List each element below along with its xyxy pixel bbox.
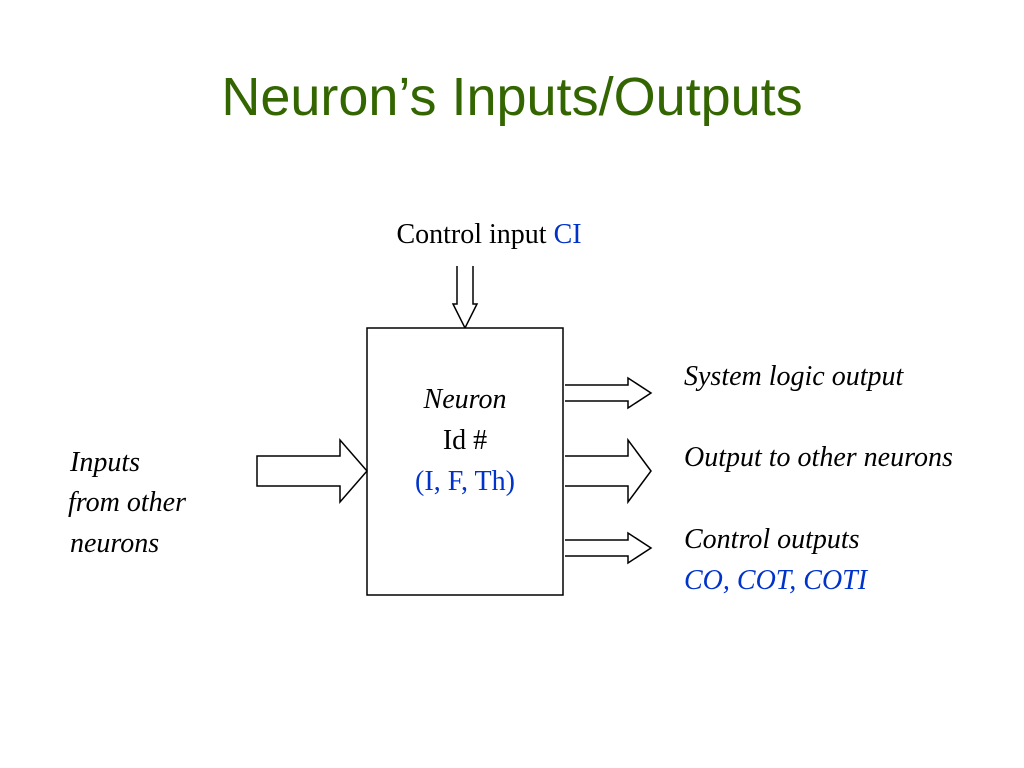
neuron-params: (I, F, Th)	[415, 466, 515, 497]
output-to-neurons-label: Output to other neurons	[684, 442, 953, 473]
slide-title: Neuron’s Inputs/Outputs	[221, 67, 803, 127]
control-outputs-arrow	[565, 531, 653, 565]
neuron-box	[366, 327, 564, 596]
control-output-codes: CO, COT, COTI	[684, 565, 869, 596]
control-input-arrow	[451, 266, 479, 330]
inputs-label: Inputs from other neurons	[68, 447, 193, 559]
system-logic-output-arrow	[565, 376, 653, 410]
control-input-code: CI	[554, 219, 582, 250]
system-logic-output-label: System logic output	[684, 361, 905, 392]
input-arrow	[256, 437, 368, 505]
control-outputs-label: Control outputs	[684, 524, 860, 555]
control-input-label: Control input CI	[396, 219, 581, 250]
neuron-id: Id #	[443, 425, 487, 456]
neuron-name: Neuron	[423, 384, 507, 415]
output-to-neurons-arrow	[565, 437, 652, 505]
